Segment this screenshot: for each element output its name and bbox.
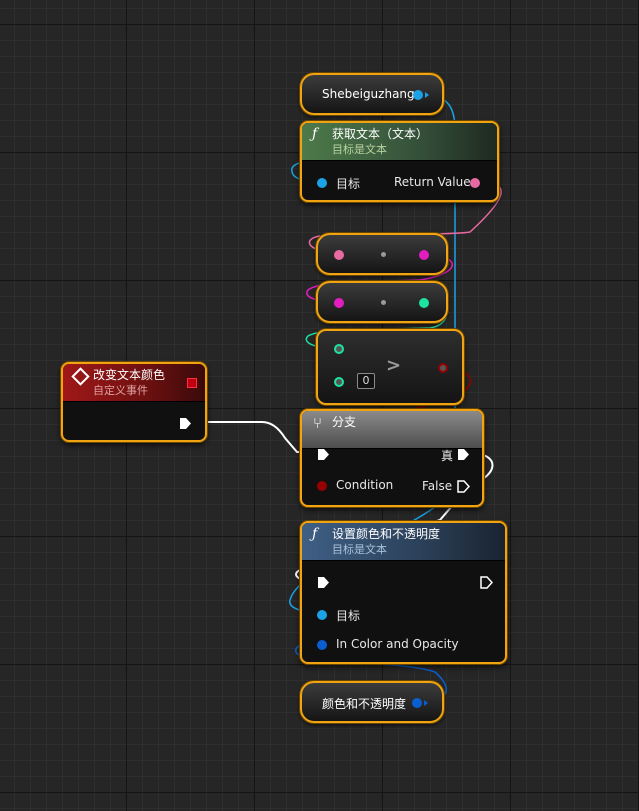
target-pin-label: 目标: [336, 609, 361, 623]
b-input-pin[interactable]: [334, 377, 344, 387]
condition-input-pin[interactable]: [317, 481, 327, 491]
true-pin-label: 真: [441, 449, 454, 463]
node-title: 改变文本颜色: [93, 368, 166, 382]
variable-name: 颜色和不透明度: [322, 697, 407, 711]
color-pin-label: In Color and Opacity: [336, 637, 459, 651]
int-output-pin[interactable]: [419, 298, 429, 308]
string-wire-return-to-totext: [308, 180, 502, 255]
node-header: ⑂ 分支: [302, 411, 482, 449]
node-subtitle: 自定义事件: [93, 384, 148, 397]
node-header: 改变文本颜色 自定义事件: [63, 364, 205, 402]
string-to-text-conversion-node[interactable]: [316, 233, 448, 275]
exec-output-pin[interactable]: [179, 417, 192, 430]
condition-pin-label: Condition: [336, 478, 394, 492]
branch-icon: ⑂: [313, 414, 323, 432]
exec-output-pin[interactable]: [480, 576, 493, 589]
conversion-dot-icon: [381, 300, 386, 305]
exec-true-output-pin[interactable]: [457, 448, 470, 461]
text-output-pin[interactable]: [419, 250, 429, 260]
false-pin-label: False: [422, 479, 453, 493]
node-subtitle: 目标是文本: [332, 543, 387, 556]
bool-output-pin[interactable]: [438, 363, 448, 373]
return-value-output-pin[interactable]: [470, 178, 480, 188]
string-input-pin[interactable]: [334, 250, 344, 260]
variable-name: Shebeiguzhang: [322, 87, 415, 101]
target-input-pin[interactable]: [317, 610, 327, 620]
node-header: ƒ 获取文本（文本） 目标是文本: [302, 123, 497, 161]
greater-than-compare-node[interactable]: 0 >: [316, 329, 464, 405]
target-pin-label: 目标: [336, 177, 361, 191]
text-input-pin[interactable]: [334, 298, 344, 308]
exec-input-pin[interactable]: [317, 448, 330, 461]
shebeiguzhang-variable-node[interactable]: Shebeiguzhang: [300, 73, 444, 115]
text-to-int-conversion-node[interactable]: [316, 281, 448, 323]
color-input-pin[interactable]: [317, 640, 327, 650]
exec-input-pin[interactable]: [317, 576, 330, 589]
b-default-value-field[interactable]: 0: [357, 373, 375, 389]
exec-false-output-pin[interactable]: [457, 480, 470, 493]
struct-output-pin[interactable]: [412, 698, 422, 708]
function-icon: ƒ: [312, 526, 318, 542]
node-header: ƒ 设置颜色和不透明度 目标是文本: [302, 523, 505, 561]
a-input-pin[interactable]: [334, 344, 344, 354]
get-text-function-node[interactable]: ƒ 获取文本（文本） 目标是文本 目标 Return Value: [300, 121, 499, 202]
object-output-pin[interactable]: [413, 90, 423, 100]
custom-event-node[interactable]: 改变文本颜色 自定义事件: [61, 362, 207, 442]
return-value-pin-label: Return Value: [394, 175, 471, 189]
target-input-pin[interactable]: [317, 178, 327, 188]
pin-arrow-icon: [425, 92, 429, 98]
pin-arrow-icon: [424, 700, 428, 706]
node-subtitle: 目标是文本: [332, 143, 387, 156]
event-diamond-icon: [71, 367, 90, 386]
operator-label: >: [386, 355, 402, 376]
set-color-and-opacity-function-node[interactable]: ƒ 设置颜色和不透明度 目标是文本 目标 In Color and Opacit…: [300, 521, 507, 664]
function-icon: ƒ: [312, 126, 318, 142]
color-and-opacity-variable-node[interactable]: 颜色和不透明度: [300, 681, 444, 723]
branch-node[interactable]: ⑂ 分支 真 Condition False: [300, 409, 484, 507]
delegate-output-pin[interactable]: [187, 378, 197, 388]
node-title: 分支: [332, 415, 357, 429]
node-title: 获取文本（文本）: [332, 127, 429, 141]
exec-wire-event-to-branch: [192, 421, 318, 453]
conversion-dot-icon: [381, 252, 386, 257]
node-title: 设置颜色和不透明度: [332, 527, 441, 541]
